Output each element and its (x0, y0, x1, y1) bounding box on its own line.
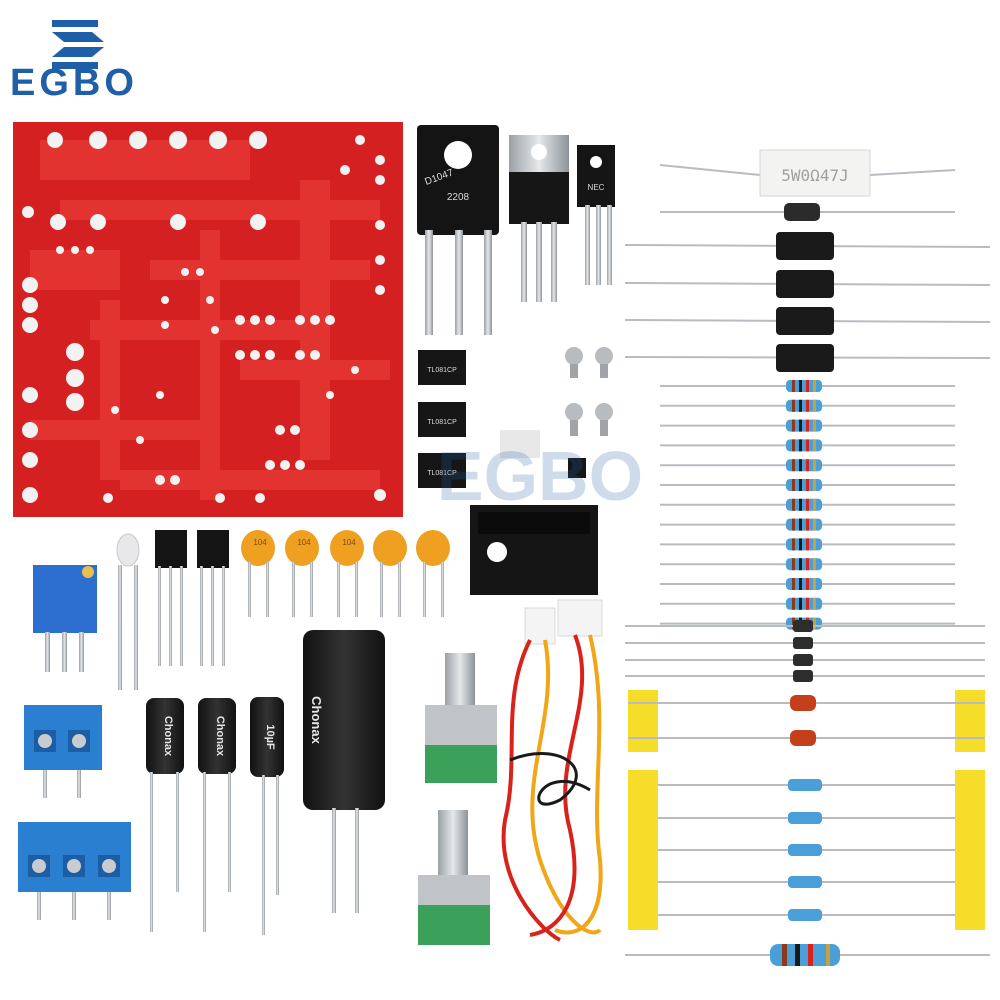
resistor (660, 518, 955, 531)
taped-resistor (628, 909, 985, 921)
taped-resistor (628, 876, 985, 888)
large-diodes (624, 232, 991, 372)
terminal-block-2pin (24, 705, 102, 798)
ic-chip-1-label: TL081CP (427, 367, 457, 374)
elec-cap-large-label: Chonax (309, 696, 324, 744)
led (116, 533, 140, 690)
resistor (660, 459, 955, 472)
taped-resistor-strip (628, 770, 985, 930)
ceramic-cap-2-label: 104 (297, 538, 311, 547)
taped-resistor (628, 812, 985, 824)
resistor (660, 538, 955, 551)
heatsink (470, 505, 598, 595)
resistor (660, 558, 955, 571)
resistor (660, 439, 955, 452)
transistor-2-label: NEC (588, 183, 605, 192)
resistor (660, 479, 955, 491)
resistor (660, 419, 955, 432)
regulator-to220 (509, 135, 569, 302)
brand-logo-text: EGBO (10, 62, 138, 104)
taped-resistor (628, 844, 985, 856)
ceramic-capacitors (241, 530, 450, 617)
resistor (660, 597, 955, 610)
small-transistors (155, 530, 229, 666)
power-transistor (417, 125, 499, 335)
elec-cap-1-label: Chonax (162, 716, 174, 757)
ceramic-cap-1-label: 104 (253, 538, 267, 547)
resistor (660, 399, 955, 412)
resistor-bank (628, 380, 985, 921)
transistor-to126 (577, 145, 615, 285)
zener-diodes (625, 620, 985, 682)
ic-chip-3-label: TL081CP (427, 470, 457, 477)
resistor (660, 498, 955, 511)
taped-glass-diodes (628, 690, 985, 752)
wire-harness (501, 599, 603, 942)
power-resistor (659, 149, 956, 197)
power-resistor-label: 5W0Ω47J (781, 166, 848, 185)
taped-resistor (628, 779, 985, 791)
large-resistor (625, 944, 990, 966)
red-pcb-board (13, 122, 403, 517)
potentiometer-2 (418, 810, 490, 945)
egbo-logo-icon (52, 20, 104, 69)
elec-cap-2-label: Chonax (214, 716, 226, 757)
ceramic-cap-3-label: 104 (342, 538, 356, 547)
ic-chip-2-label: TL081CP (427, 419, 457, 426)
resistor (660, 578, 955, 590)
small-diode (660, 203, 955, 221)
screws-and-headers (500, 347, 613, 478)
watermark-text: EGBO (437, 437, 643, 515)
electrolytic-capacitor-large (303, 630, 385, 913)
terminal-block-3pin (18, 822, 131, 920)
elec-cap-3-label: 10µF (264, 724, 276, 750)
electrolytic-capacitors-small (146, 697, 284, 935)
ic-chip-set (418, 350, 466, 488)
transistor-1-code: 2208 (447, 192, 470, 203)
resistor (660, 380, 955, 392)
potentiometer-1 (425, 653, 497, 783)
trimmer-potentiometer (33, 565, 97, 672)
